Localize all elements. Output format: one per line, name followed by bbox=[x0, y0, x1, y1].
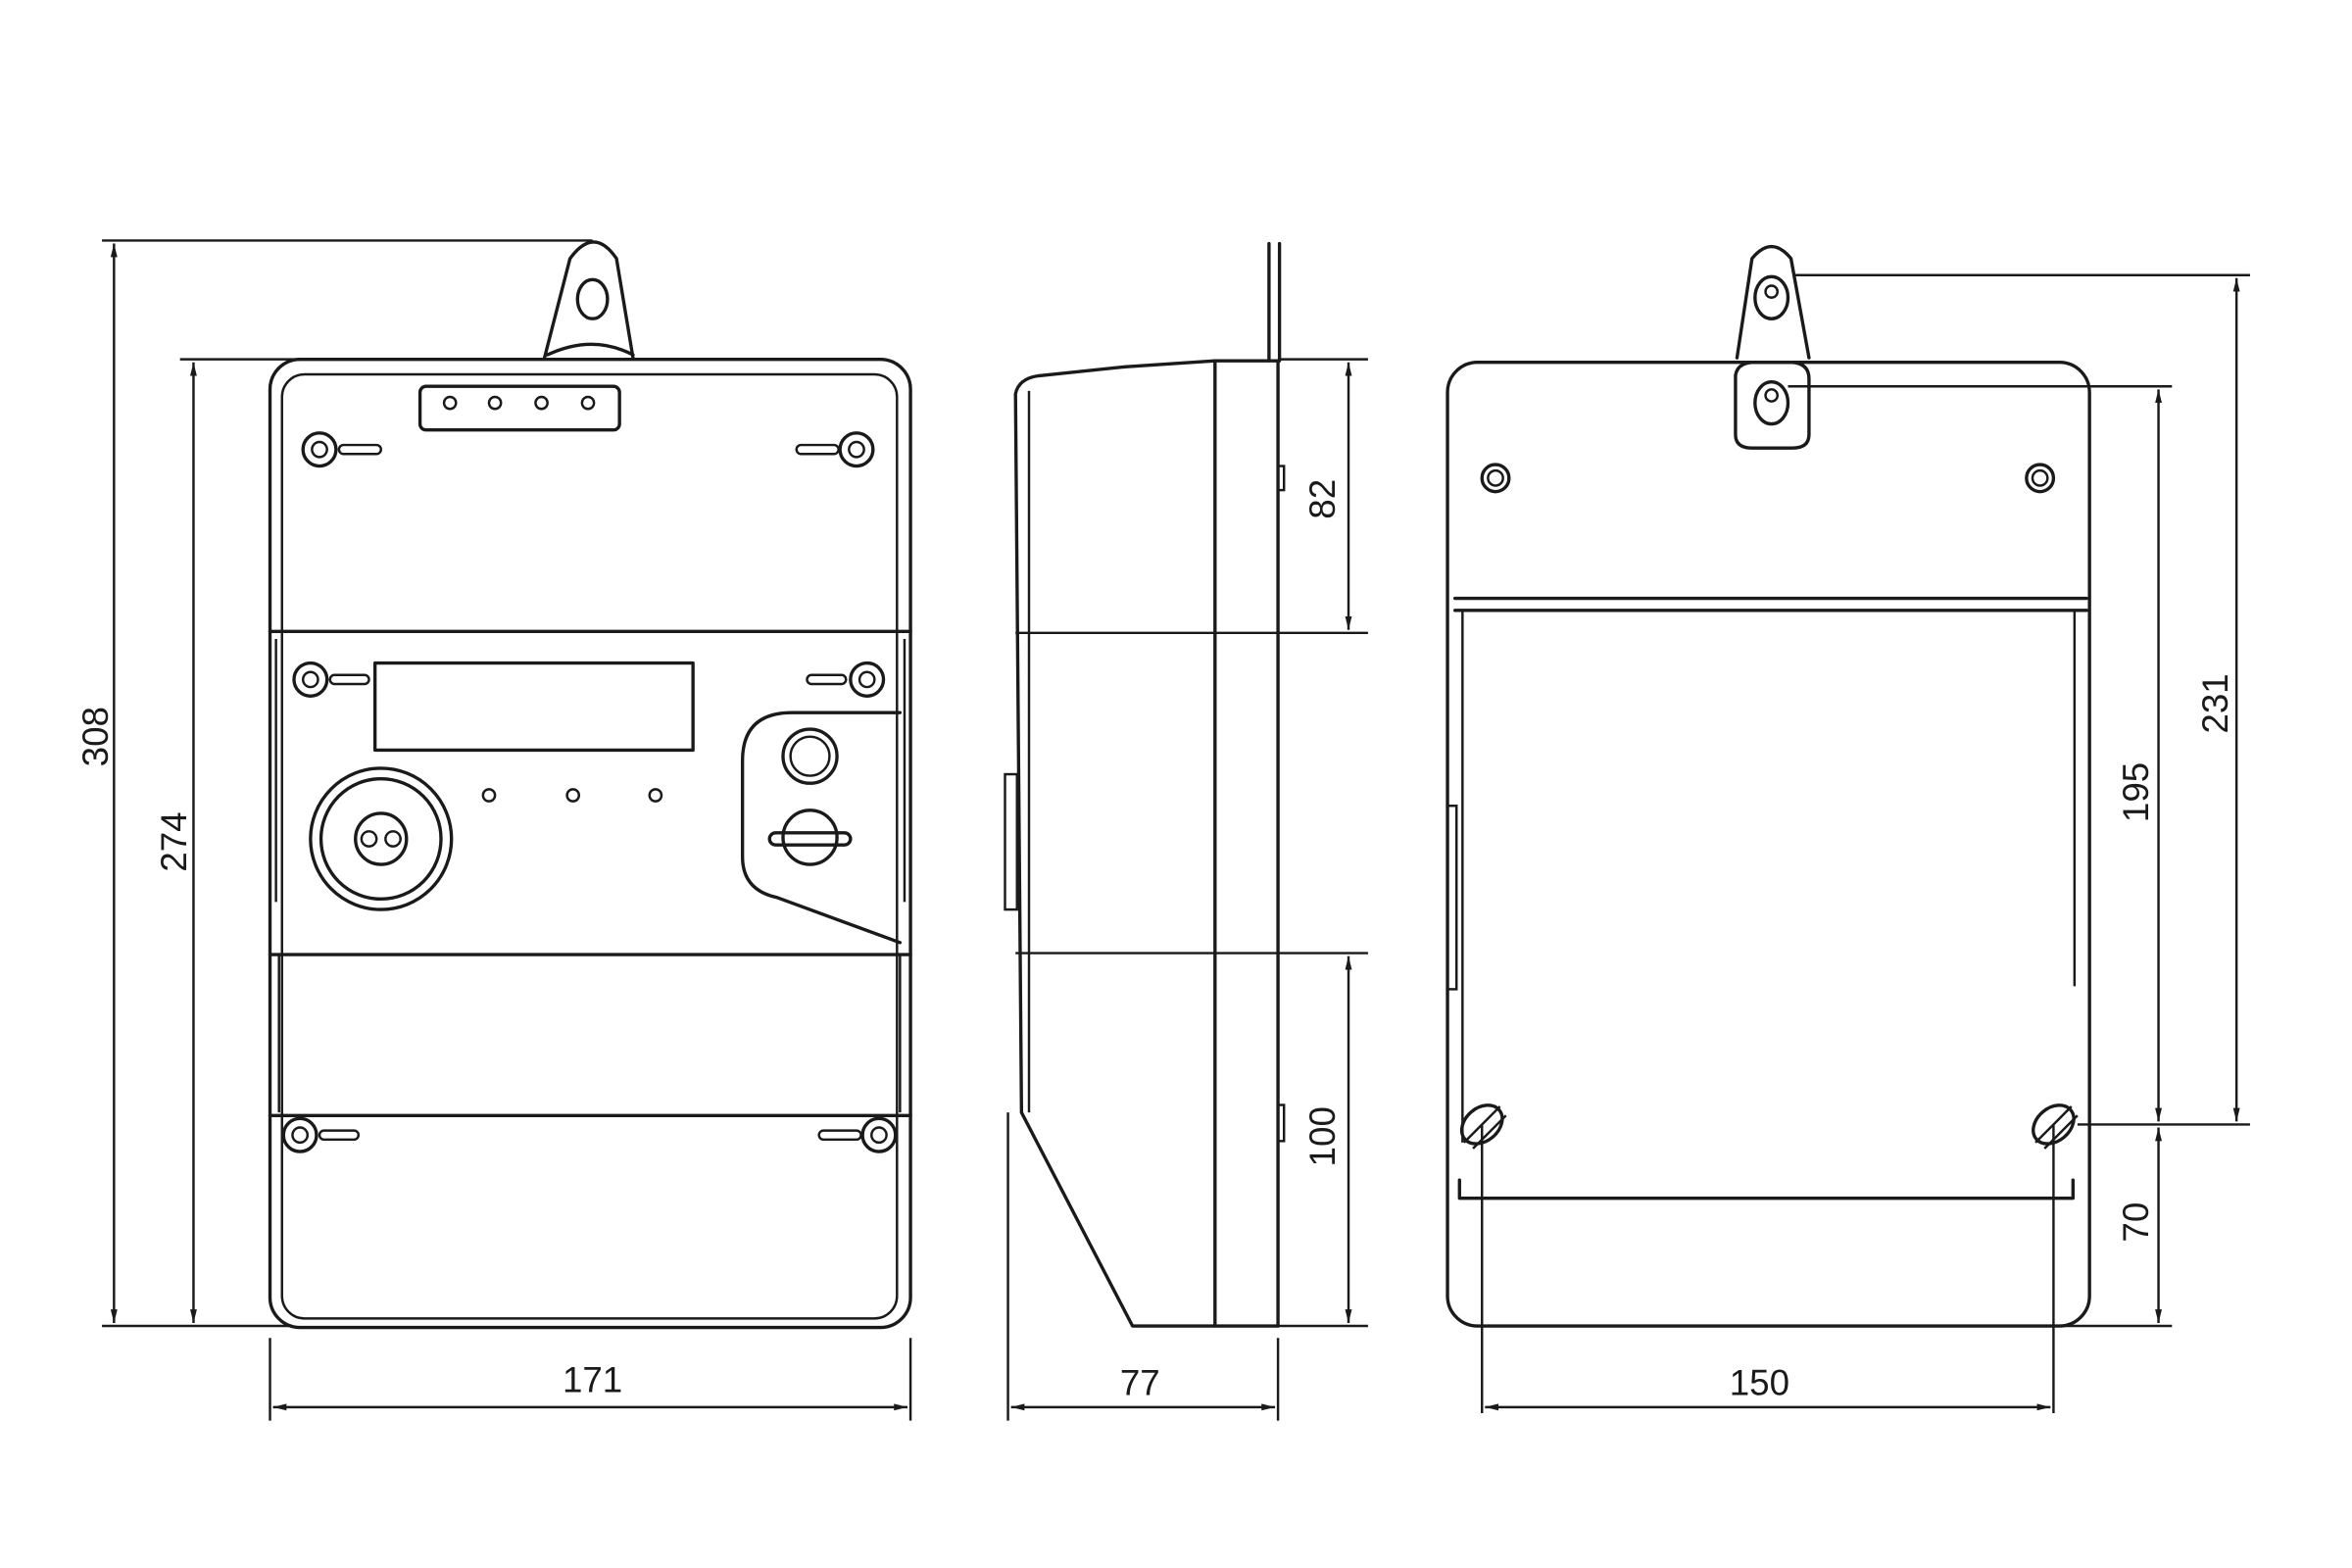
dim-label-171: 171 bbox=[563, 1359, 622, 1399]
side-hanger bbox=[1267, 241, 1282, 363]
dim-label-70: 70 bbox=[2116, 1202, 2156, 1243]
sealing-screw-top-right bbox=[795, 431, 875, 468]
rotary-switch-icon bbox=[767, 808, 853, 866]
side-profile bbox=[1013, 359, 1217, 1328]
dim-label-150: 150 bbox=[1730, 1363, 1789, 1403]
rear-screw-hole-right bbox=[2025, 463, 2056, 494]
front-hanger-slot bbox=[575, 277, 610, 320]
rear-view bbox=[1446, 244, 2091, 1413]
front-outer-body bbox=[268, 357, 912, 1330]
dim-label-274: 274 bbox=[154, 811, 194, 871]
dimension-lines bbox=[102, 239, 2250, 1421]
dim-label-195: 195 bbox=[2116, 762, 2156, 822]
lcd-display bbox=[372, 661, 695, 753]
sealing-screw-bottom-left bbox=[281, 1116, 361, 1153]
optical-port-strip bbox=[417, 384, 621, 432]
sealing-screw-bottom-right bbox=[817, 1116, 898, 1153]
button-panel bbox=[740, 710, 903, 945]
dim-label-100: 100 bbox=[1302, 1106, 1343, 1166]
front-hanger-tab bbox=[542, 240, 635, 360]
rear-outer-body bbox=[1446, 361, 2091, 1328]
dim-label-231: 231 bbox=[2195, 673, 2235, 733]
sealing-screw-top-left bbox=[301, 431, 382, 468]
optical-sensor-icon bbox=[309, 766, 454, 911]
sealing-screw-mid-left bbox=[292, 661, 370, 698]
dim-label-77: 77 bbox=[1120, 1363, 1160, 1403]
front-inner-body bbox=[280, 372, 899, 1320]
rear-hanger-top bbox=[1735, 244, 1811, 360]
front-view bbox=[268, 240, 912, 1330]
rear-hanger-bottom bbox=[1734, 361, 1811, 450]
dim-label-82: 82 bbox=[1302, 479, 1343, 519]
rear-screw-hole-left bbox=[1480, 463, 1511, 494]
sealing-screw-mid-right bbox=[806, 661, 886, 698]
dim-label-308: 308 bbox=[75, 707, 116, 766]
side-view bbox=[1004, 241, 1286, 1328]
control-button-icon bbox=[781, 727, 839, 785]
